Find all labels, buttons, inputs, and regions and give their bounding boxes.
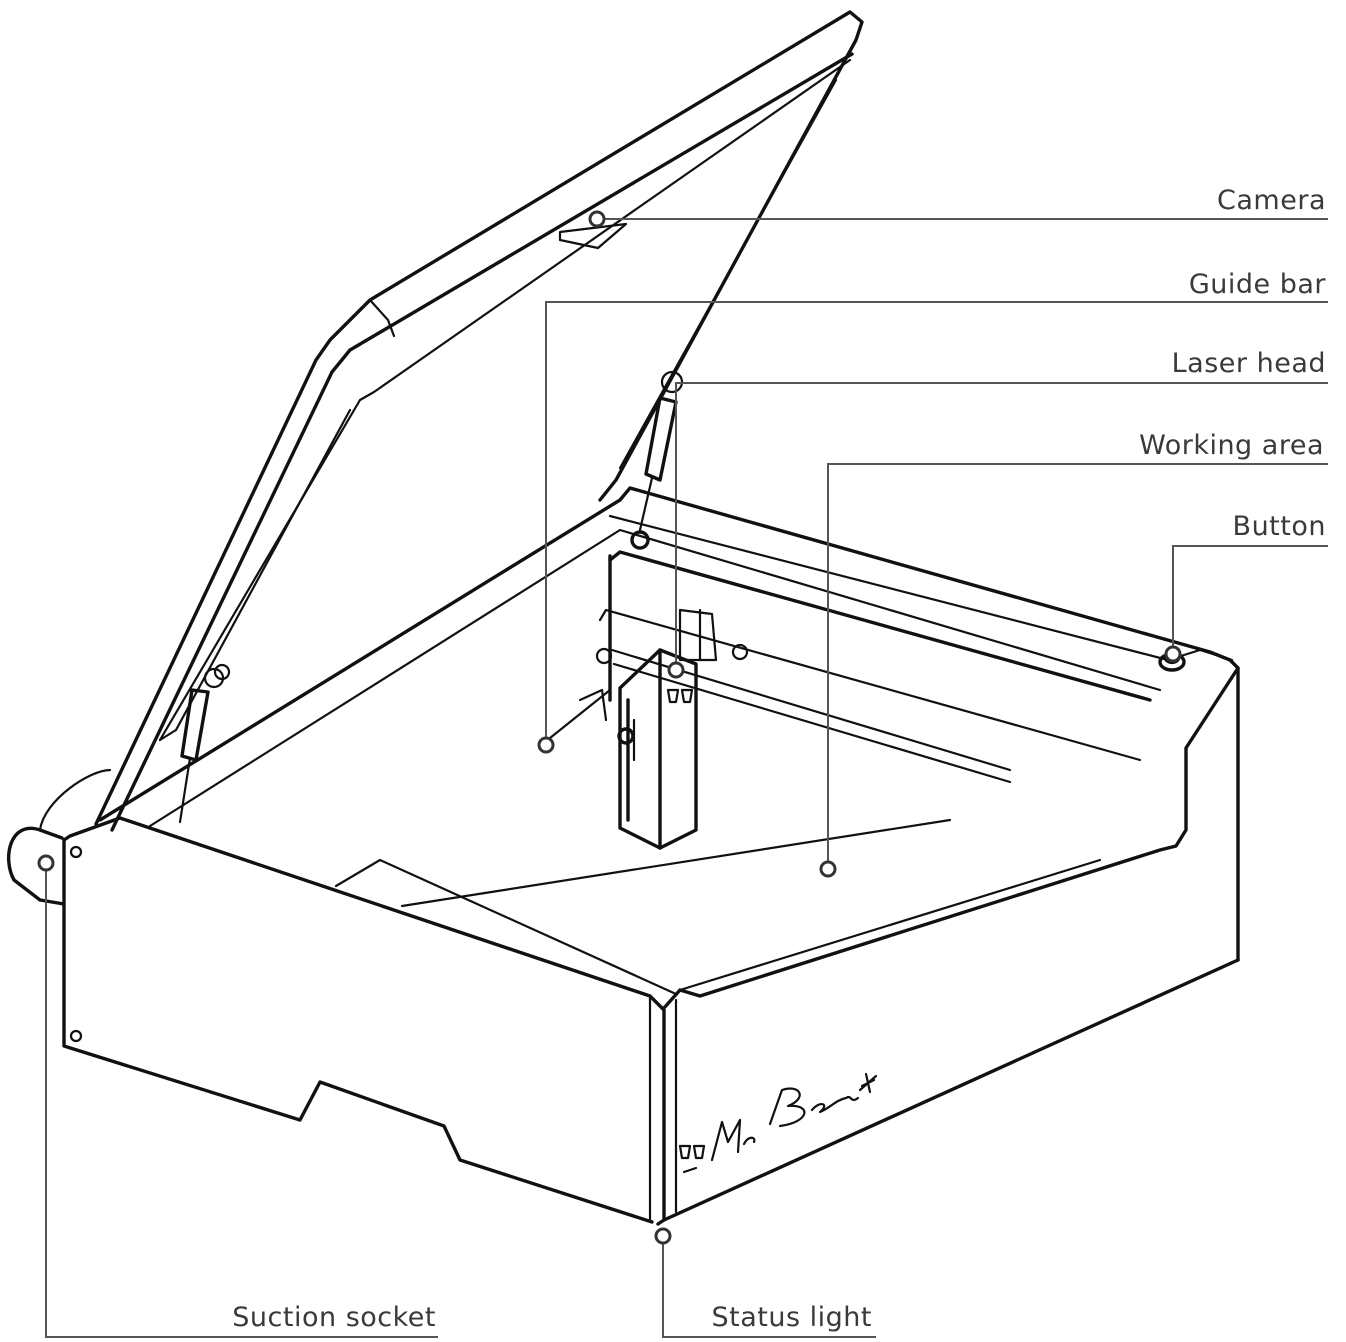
callout-suction-socket: Suction socket: [37, 854, 438, 1338]
gas-struts: [178, 370, 684, 824]
callout-guide-bar: Guide bar: [537, 269, 1328, 754]
mr-beam-logo: [678, 1072, 878, 1174]
machine-base: [6, 486, 1240, 1226]
callout-camera: Camera: [588, 185, 1328, 228]
callout-button: Button: [1164, 511, 1328, 663]
label-working-area: Working area: [1139, 430, 1324, 461]
callout-status-light: Status light: [654, 1227, 876, 1338]
laser-head: [595, 608, 749, 850]
label-guide-bar: Guide bar: [1189, 269, 1327, 300]
callout-laser-head: Laser head: [667, 348, 1328, 679]
callout-working-area: Working area: [819, 430, 1328, 878]
label-button: Button: [1233, 511, 1326, 542]
label-status-light: Status light: [712, 1302, 872, 1333]
gantry: [538, 550, 1152, 784]
lid-frame: [94, 10, 864, 832]
label-laser-head: Laser head: [1172, 348, 1326, 379]
label-suction-socket: Suction socket: [232, 1302, 436, 1333]
machine-illustration: [6, 10, 1240, 1226]
label-camera: Camera: [1217, 185, 1326, 216]
